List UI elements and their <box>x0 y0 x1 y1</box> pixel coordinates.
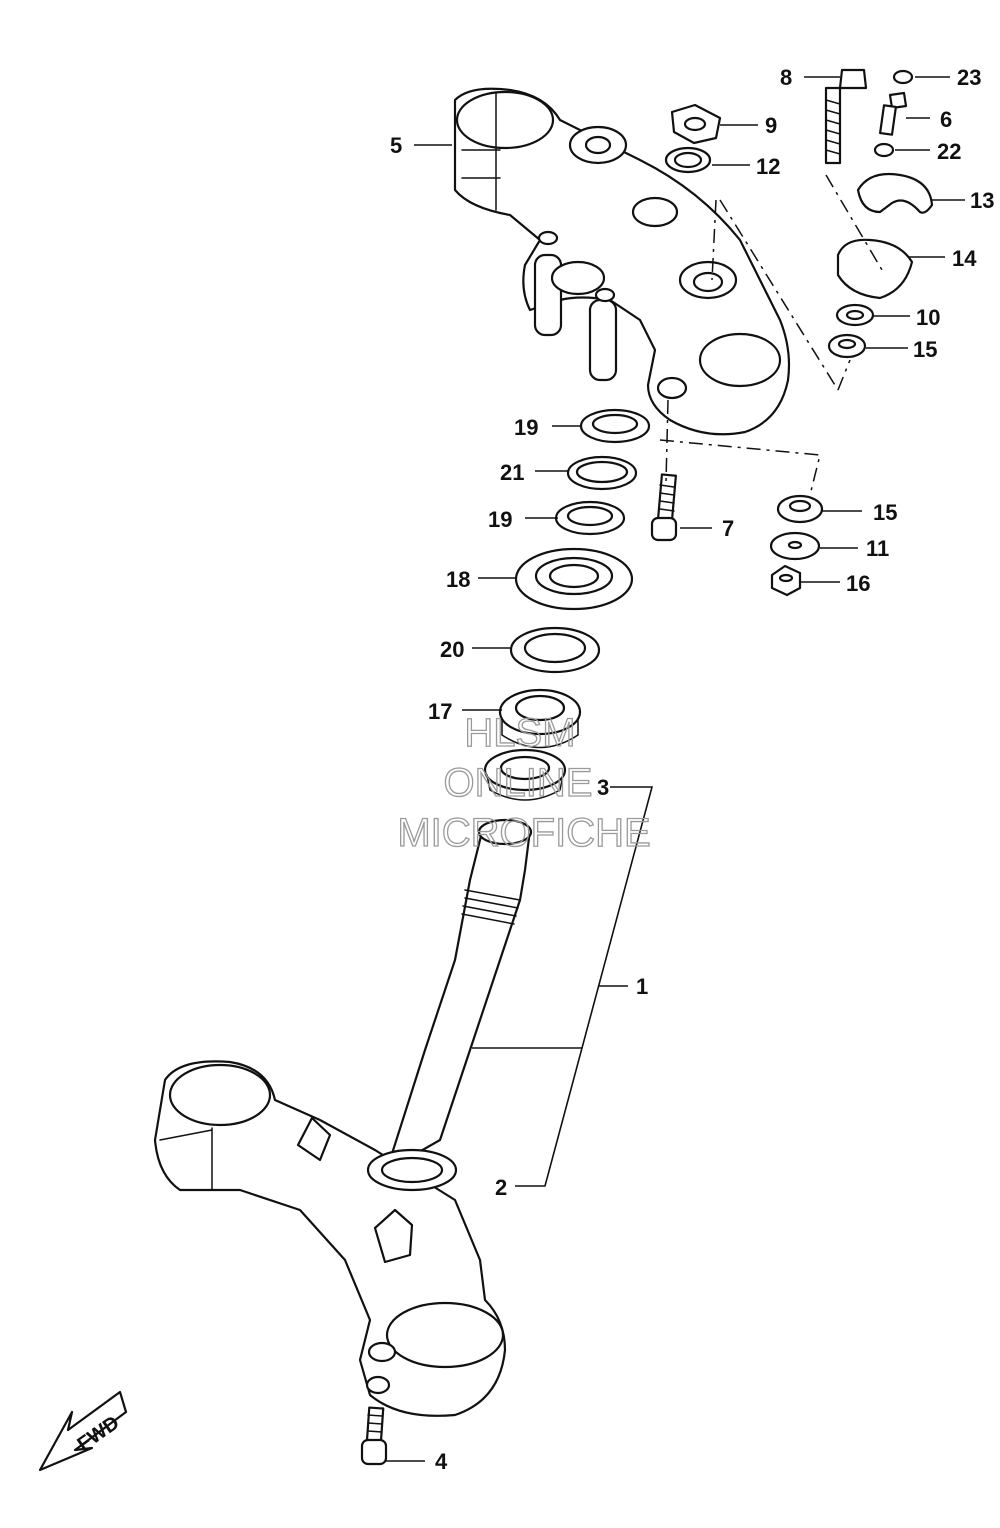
leader-lines <box>386 76 965 1462</box>
callout-numbers: 1 2 3 4 5 6 7 8 9 10 11 12 13 14 15 15 1… <box>390 65 994 1474</box>
handlebar-holder-bolt[interactable] <box>824 68 868 165</box>
upper-bracket[interactable] <box>453 87 791 436</box>
cap[interactable] <box>892 69 914 85</box>
handlebar-holder-upper[interactable] <box>856 172 934 214</box>
lock-washer-21[interactable] <box>566 455 638 491</box>
nut-16[interactable] <box>770 564 802 597</box>
watermark: HLSM ONLINE MICROFICHE <box>397 710 652 855</box>
callout-17: 17 <box>428 699 452 724</box>
callout-21: 21 <box>500 460 524 485</box>
callout-16: 16 <box>846 571 870 596</box>
washer-11[interactable] <box>769 531 821 561</box>
cushion-15-lower[interactable] <box>776 494 824 524</box>
callout-14: 14 <box>952 246 977 271</box>
callout-15a: 15 <box>913 337 937 362</box>
o-ring[interactable] <box>873 142 895 158</box>
callout-4: 4 <box>435 1449 448 1474</box>
race-20[interactable] <box>509 626 601 674</box>
callout-18: 18 <box>446 567 470 592</box>
watermark-line-1: HLSM <box>464 711 575 755</box>
callout-8: 8 <box>780 65 792 90</box>
callout-5: 5 <box>390 133 402 158</box>
handlebar-holder-lower[interactable] <box>836 238 914 300</box>
bolt-small[interactable] <box>879 91 908 136</box>
callout-23: 23 <box>957 65 981 90</box>
callout-9: 9 <box>765 113 777 138</box>
cushion-15-upper[interactable] <box>827 333 867 359</box>
washer-10[interactable] <box>835 303 875 327</box>
bolt-7[interactable] <box>650 473 678 542</box>
watermark-line-3: MICROFICHE <box>397 811 650 855</box>
callout-7: 7 <box>722 516 734 541</box>
callout-11: 11 <box>866 536 889 561</box>
bolt-4[interactable] <box>360 1406 388 1466</box>
callout-19a: 19 <box>514 415 538 440</box>
steering-stem-nut[interactable] <box>670 103 722 145</box>
dust-seal-18[interactable] <box>514 547 634 611</box>
callout-12: 12 <box>756 154 780 179</box>
washer-12[interactable] <box>664 146 712 174</box>
callout-20: 20 <box>440 637 464 662</box>
callout-3: 3 <box>597 775 609 800</box>
steering-stem-lower-bracket[interactable] <box>153 818 533 1417</box>
callout-1: 1 <box>636 974 648 999</box>
callout-19b: 19 <box>488 507 512 532</box>
lock-nut-19-upper[interactable] <box>579 408 651 444</box>
callout-6: 6 <box>940 107 952 132</box>
callout-15b: 15 <box>873 500 897 525</box>
fwd-arrow-icon: FWD <box>38 1390 128 1472</box>
watermark-line-2: ONLINE <box>444 761 593 805</box>
callout-2: 2 <box>495 1175 507 1200</box>
bearing-17[interactable] <box>498 688 582 749</box>
callout-10: 10 <box>916 305 940 330</box>
lock-nut-19-lower[interactable] <box>554 500 626 536</box>
callout-22: 22 <box>937 139 961 164</box>
bearing-3[interactable] <box>483 748 567 801</box>
callout-13: 13 <box>970 188 994 213</box>
